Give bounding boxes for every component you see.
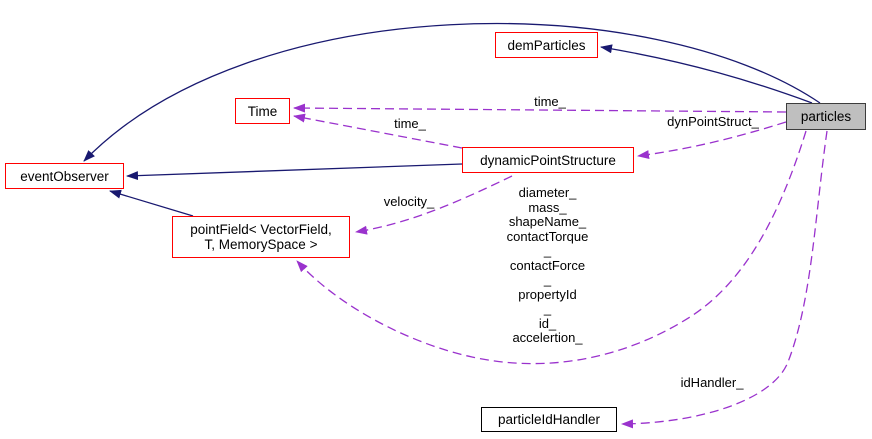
edge-label-time-dynamic: time_	[394, 116, 426, 131]
edge-dynamicpointstructure-pointfield-velocity	[355, 175, 513, 235]
node-dynamicpointstructure[interactable]: dynamicPointStructure	[462, 147, 634, 173]
node-time[interactable]: Time	[235, 98, 290, 124]
edge-dynamicpointstructure-to-eventobserver	[126, 163, 463, 181]
node-demparticles[interactable]: demParticles	[495, 32, 598, 58]
edge-dynamicpointstructure-time	[293, 113, 463, 149]
edge-label-idhandler: idHandler_	[680, 375, 744, 390]
node-particles: particles	[786, 103, 866, 130]
edge-label-time-particles: time_	[534, 94, 566, 109]
node-particleidhandler[interactable]: particleIdHandler	[481, 407, 617, 432]
edge-label-fields: diameter_ mass_ shapeName_ contactTorque…	[506, 185, 589, 345]
edge-label-velocity: velocity_	[383, 194, 435, 209]
edge-particles-dynamicpointstructure	[637, 121, 787, 159]
node-pointfield[interactable]: pointField< VectorField, T, MemorySpace …	[172, 216, 350, 258]
edge-particles-to-eventobserver	[83, 22, 821, 162]
edge-particles-pointfield-fields	[296, 130, 807, 365]
edge-particles-to-demparticles	[600, 44, 813, 104]
edge-particles-particleidhandler	[621, 130, 828, 429]
edge-pointfield-to-eventobserver	[109, 189, 194, 217]
edge-particles-time	[293, 103, 787, 113]
node-eventobserver[interactable]: eventObserver	[5, 163, 124, 189]
edge-label-dynpointstruct: dynPointStruct_	[667, 114, 759, 129]
